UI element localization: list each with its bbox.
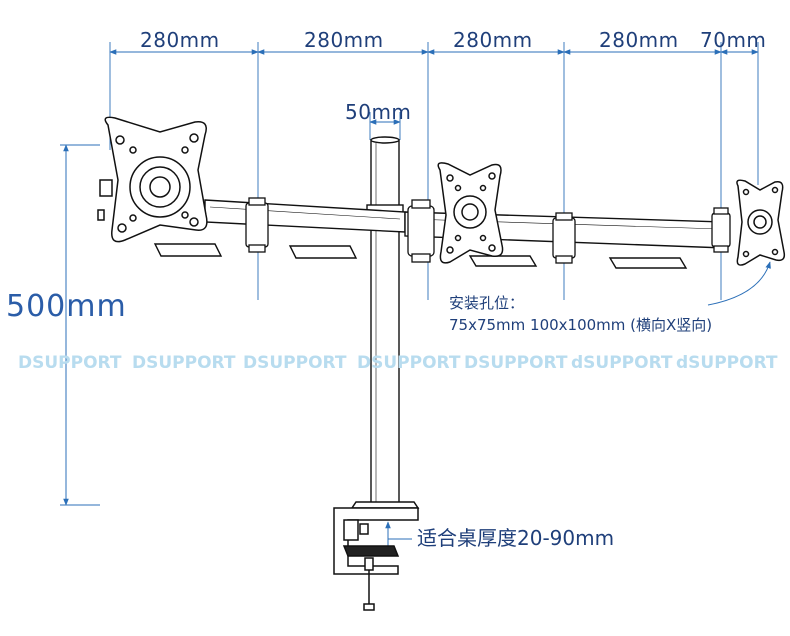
- dimension-top-1: 280mm: [140, 28, 220, 52]
- vesa-plate-left: [97, 116, 208, 243]
- vesa-note-title: 安装孔位：: [449, 294, 525, 312]
- watermark-2: DSUPPORT: [132, 353, 236, 373]
- clamp-range-label: 适合桌厚度20-90mm: [417, 526, 615, 550]
- dimension-top-5: 70mm: [700, 28, 767, 52]
- watermark-6: dSUPPORT: [571, 353, 673, 373]
- desk-clamp: [333, 501, 420, 611]
- vesa-plate-right: [736, 179, 786, 266]
- dimension-pole: 50mm: [345, 100, 412, 124]
- dimension-height: 500mm: [6, 289, 127, 324]
- dimension-arrows: [63, 49, 771, 557]
- watermark-1: DSUPPORT: [18, 353, 122, 373]
- vesa-note-sizes: 75x75mm 100x100mm (横向X竖向): [449, 316, 713, 334]
- watermark-4: DSUPPORT: [357, 353, 461, 373]
- dimension-top-2: 280mm: [304, 28, 384, 52]
- pole: [366, 136, 404, 511]
- dimension-top-4: 280mm: [599, 28, 679, 52]
- dimension-top-3: 280mm: [453, 28, 533, 52]
- watermark-7: dSUPPORT: [676, 353, 778, 373]
- watermark-5: DSUPPORT: [464, 353, 568, 373]
- watermark-3: DSUPPORT: [243, 353, 347, 373]
- vesa-plate-center: [437, 162, 504, 264]
- arm-joints: [245, 197, 731, 264]
